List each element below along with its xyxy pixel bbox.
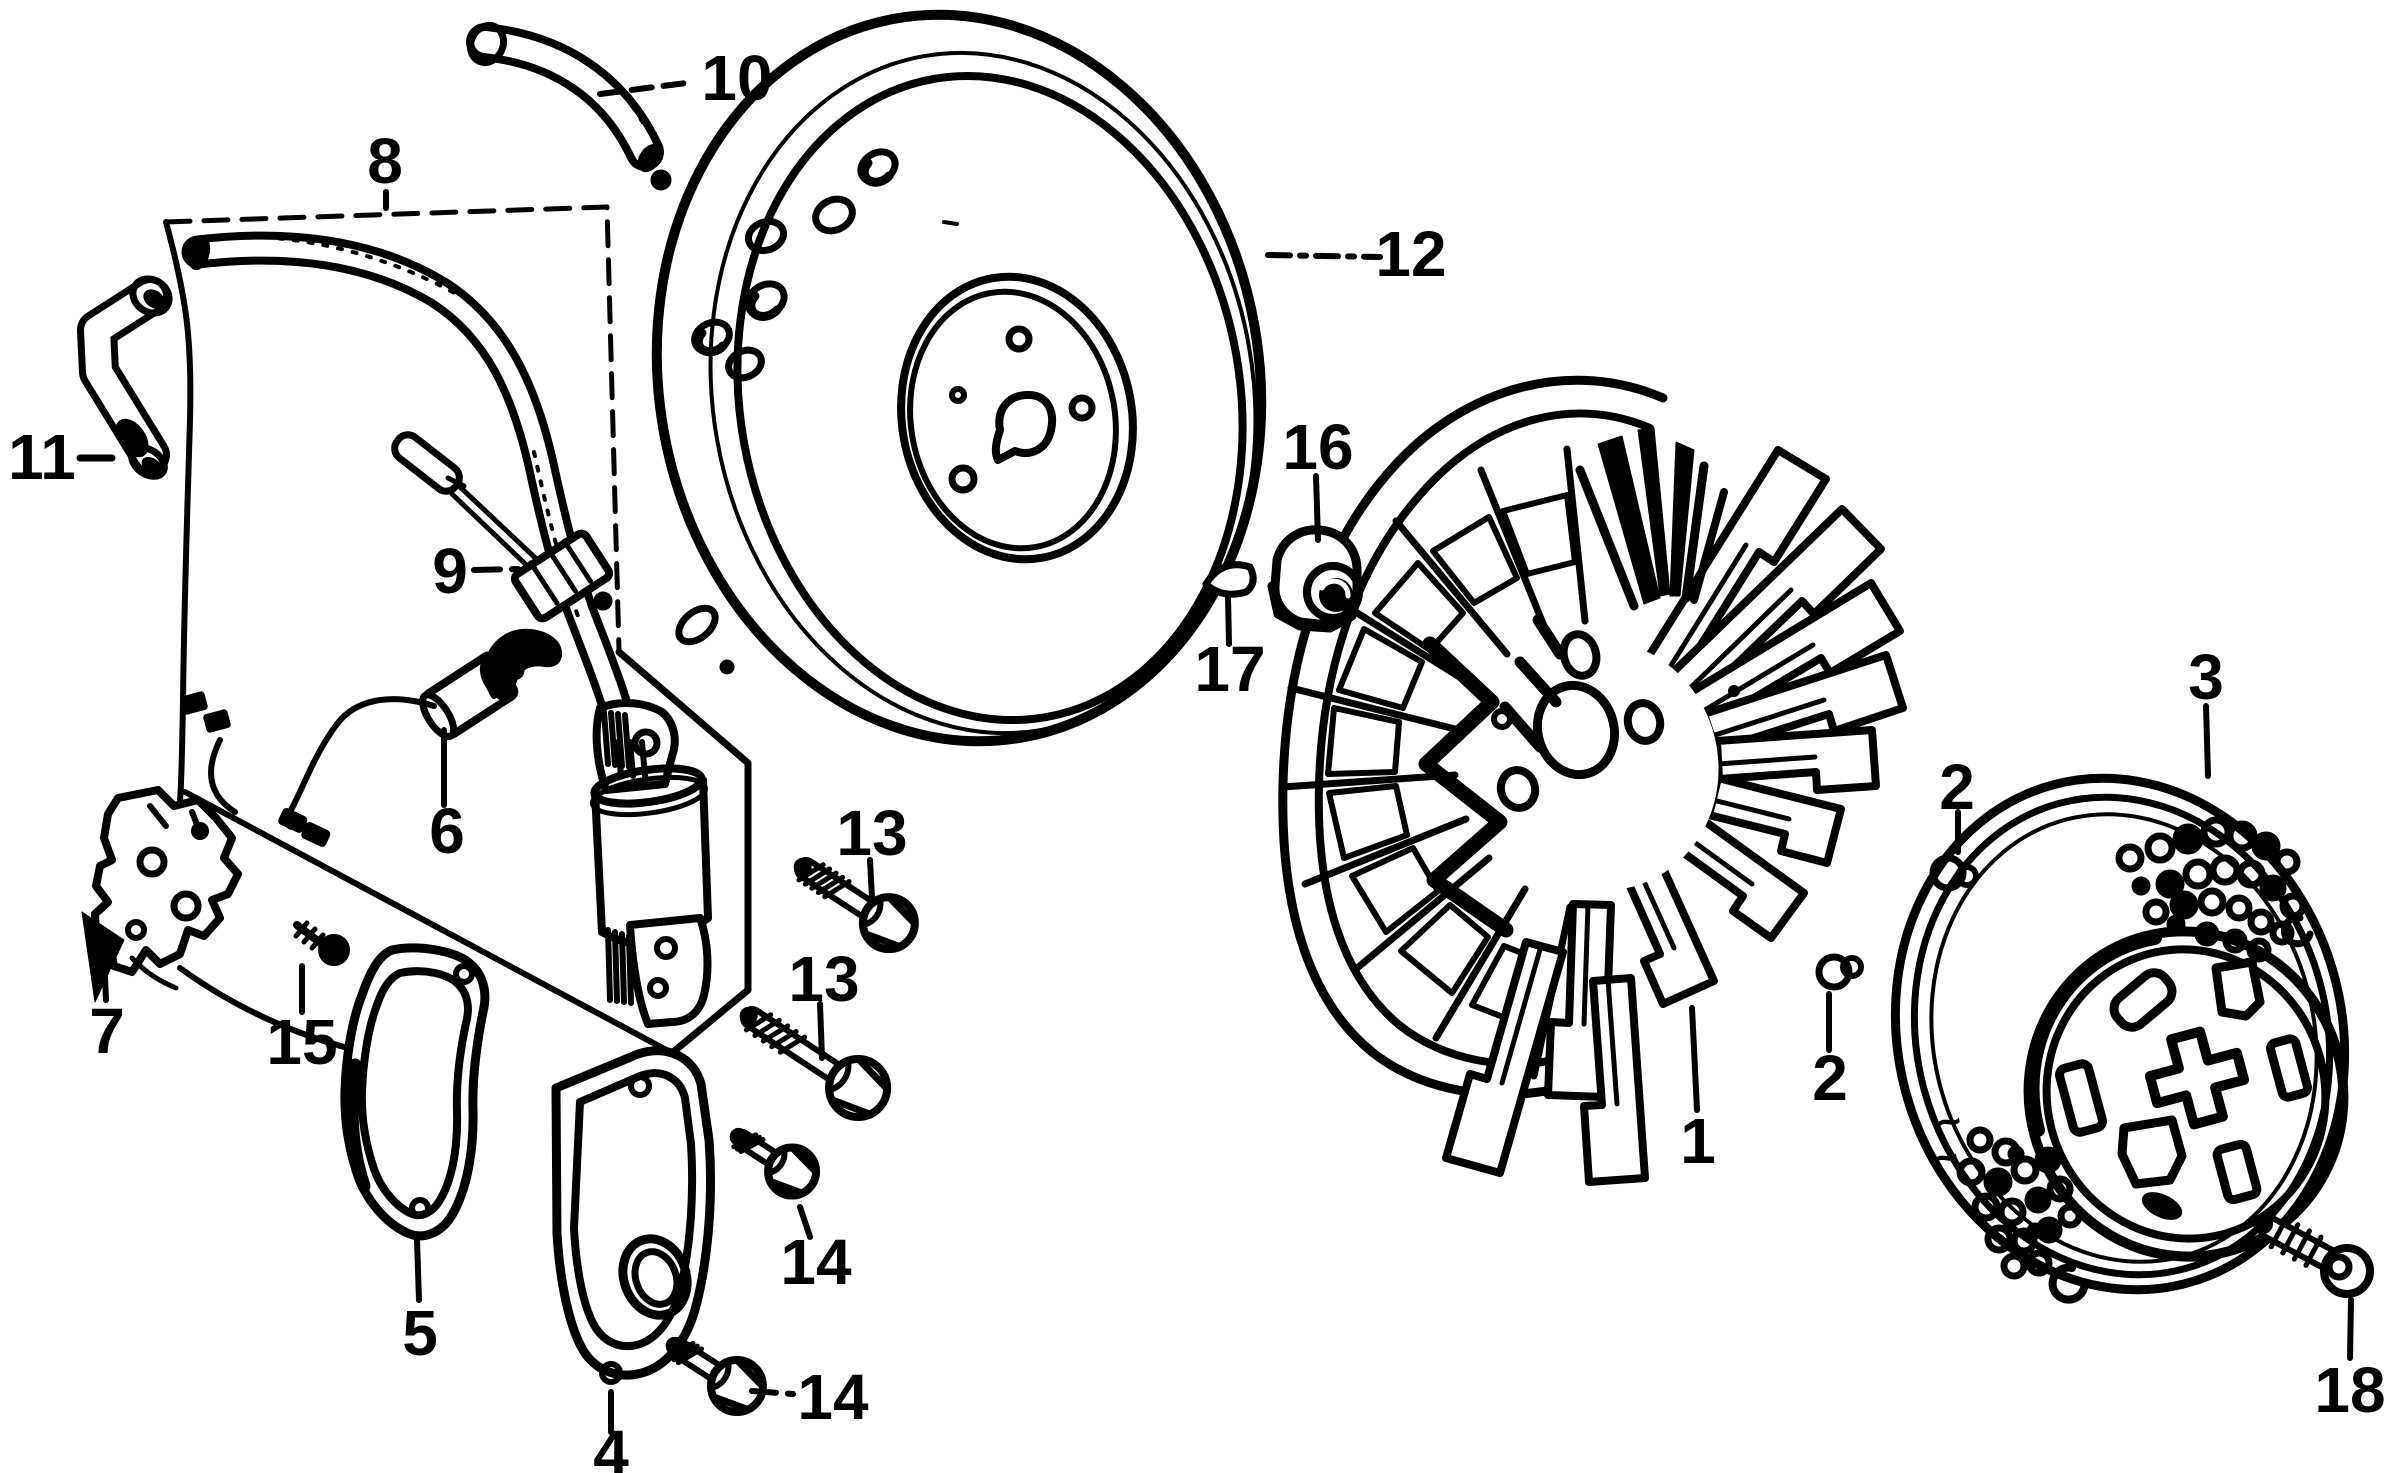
svg-text:11: 11 — [8, 421, 76, 493]
svg-text:4: 4 — [593, 1417, 629, 1473]
svg-text:13: 13 — [836, 797, 907, 869]
svg-text:2: 2 — [1939, 751, 1975, 823]
svg-text:14: 14 — [797, 1361, 869, 1433]
svg-text:18: 18 — [2314, 1354, 2385, 1426]
svg-text:6: 6 — [429, 795, 465, 867]
svg-text:16: 16 — [1282, 411, 1353, 483]
svg-text:10: 10 — [701, 42, 772, 114]
svg-text:5: 5 — [402, 1297, 438, 1369]
svg-text:17: 17 — [1194, 633, 1265, 705]
svg-text:13: 13 — [788, 943, 859, 1015]
svg-text:1: 1 — [1680, 1105, 1716, 1177]
svg-text:2: 2 — [1812, 1042, 1848, 1114]
svg-text:15: 15 — [266, 1006, 337, 1078]
svg-text:9: 9 — [432, 535, 468, 607]
svg-text:8: 8 — [367, 125, 403, 197]
svg-text:12: 12 — [1375, 218, 1446, 290]
svg-text:7: 7 — [89, 995, 125, 1067]
svg-text:3: 3 — [2188, 641, 2224, 713]
svg-text:14: 14 — [780, 1226, 852, 1298]
